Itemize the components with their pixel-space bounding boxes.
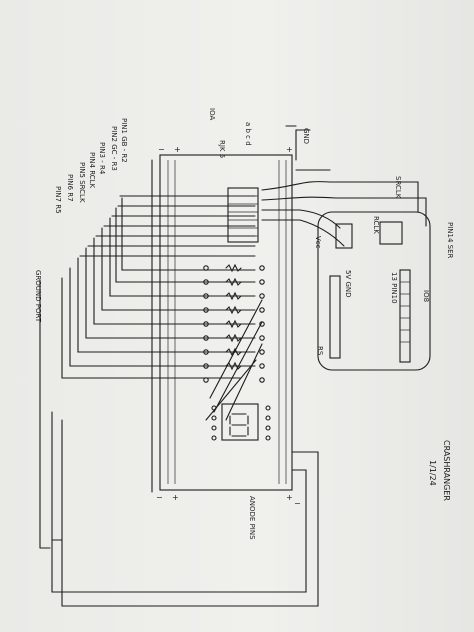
pin-label-3: PIN3 - R4 xyxy=(98,142,106,175)
control-wires xyxy=(39,125,427,607)
row-connections xyxy=(203,263,265,421)
shift-register-chip xyxy=(227,187,259,243)
right-labels: SRCLK RCLK PIN14 SER Vcc 5V GND 13 PIN10… xyxy=(314,176,454,356)
pin-label-2: PIN2 GC - R3 xyxy=(110,126,118,171)
pin-wires xyxy=(61,195,256,379)
gnd-label: GND xyxy=(302,128,310,144)
author-name: CRASHRANGER xyxy=(442,440,451,501)
srclk-label: SRCLK xyxy=(394,176,402,199)
svg-text:+: + xyxy=(172,493,179,502)
svg-text:−: − xyxy=(294,499,301,508)
segment-letters-label: a b c d xyxy=(244,122,252,146)
top-labels: GND IOA a b c d RJK 5 xyxy=(208,108,310,158)
author-signature: CRASHRANGER 1/1/24 xyxy=(428,440,451,501)
svg-text:+: + xyxy=(286,493,293,502)
author-date: 1/1/24 xyxy=(428,460,437,486)
seven-segment-display xyxy=(211,403,271,441)
anode-pins-label: ANODE PINS xyxy=(248,496,256,540)
io8-label: IO8 xyxy=(422,290,430,302)
breadboard: + − + + − + − xyxy=(151,145,301,508)
pin-label-6: PIN6 R7 xyxy=(66,174,74,202)
pin-label-1: PIN1 GB - R2 xyxy=(120,118,128,163)
svg-text:−: − xyxy=(156,493,163,502)
svg-text:+: + xyxy=(174,145,181,154)
pin-labels: PIN1 GB - R2 PIN2 GC - R3 PIN3 - R4 PIN4… xyxy=(34,118,128,323)
pin-label-5: PIN5 SRCLK xyxy=(78,162,86,203)
ioa-label: IOA xyxy=(208,108,216,120)
svg-text:+: + xyxy=(286,145,293,154)
signature-top: RJK 5 xyxy=(218,140,226,158)
arduino-board xyxy=(317,211,431,371)
pin-range-label: 13 PIN10 xyxy=(390,272,398,304)
pin-label-4: PIN4 RCLK xyxy=(88,152,96,189)
svg-text:−: − xyxy=(158,145,165,154)
rclk-label: RCLK xyxy=(372,216,380,234)
pin14-ser-label: PIN14 SER xyxy=(446,222,454,259)
ground-port-label: GROUND PORT xyxy=(34,270,42,323)
vcc-label: Vcc xyxy=(314,236,322,249)
pin-label-7: PIN7 R5 xyxy=(54,186,62,214)
5v-gnd-label: 5V GND xyxy=(344,270,352,298)
rs-label: RS xyxy=(316,346,324,356)
